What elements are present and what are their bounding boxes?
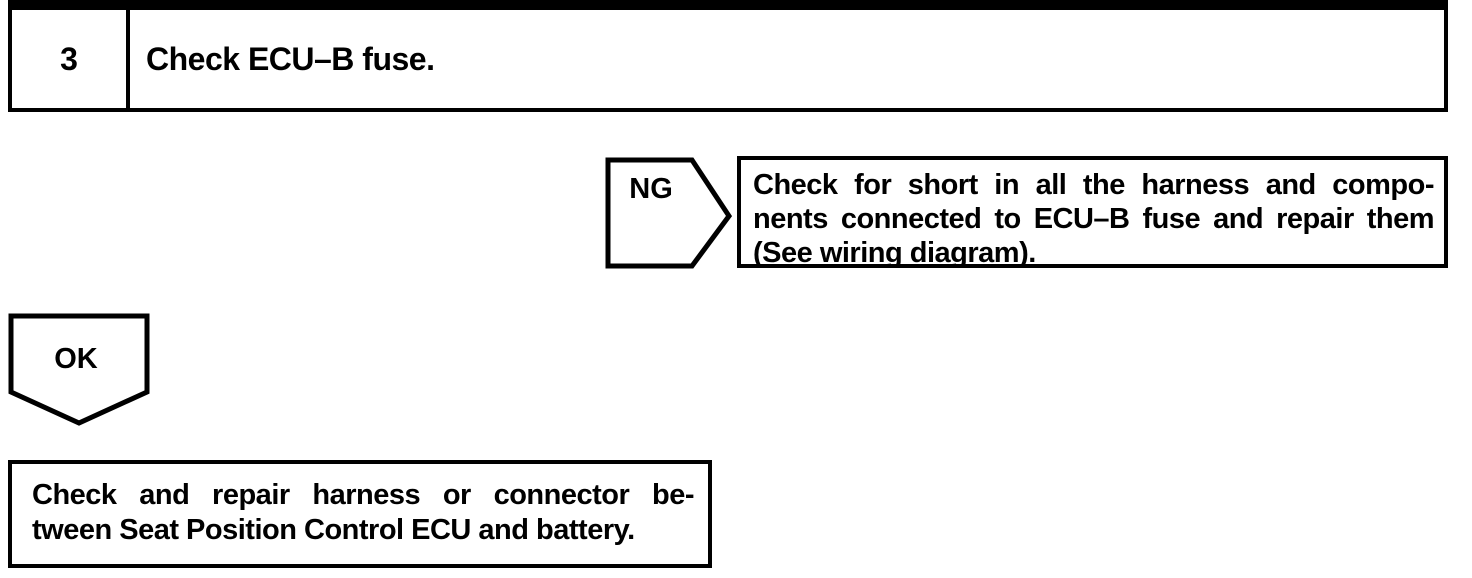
ok-action-box: Check and repair harness or connector be… — [8, 460, 712, 568]
ok-pentagon-shape — [8, 313, 150, 426]
ok-connector-icon: OK — [8, 313, 150, 426]
ng-action-line: nents connected to ECU–B fuse and repair… — [753, 203, 1435, 235]
ok-action-line: Check and repair harness or connector be… — [32, 479, 695, 511]
ng-action-line: Check for short in all the harness and c… — [753, 169, 1435, 201]
ok-action-line: tween Seat Position Control ECU and batt… — [32, 514, 635, 546]
ng-connector-icon: NG — [605, 157, 733, 269]
ok-label: OK — [54, 343, 98, 375]
ng-pentagon-shape — [605, 157, 733, 269]
step-title: Check ECU–B fuse. — [146, 40, 435, 77]
ng-action-box: Check for short in all the harness and c… — [737, 156, 1448, 269]
step-number: 3 — [12, 10, 130, 108]
step-box: 3 Check ECU–B fuse. — [8, 0, 1448, 112]
ng-action-line: (See wiring diagram). — [753, 237, 1036, 269]
ng-label: NG — [629, 173, 673, 205]
